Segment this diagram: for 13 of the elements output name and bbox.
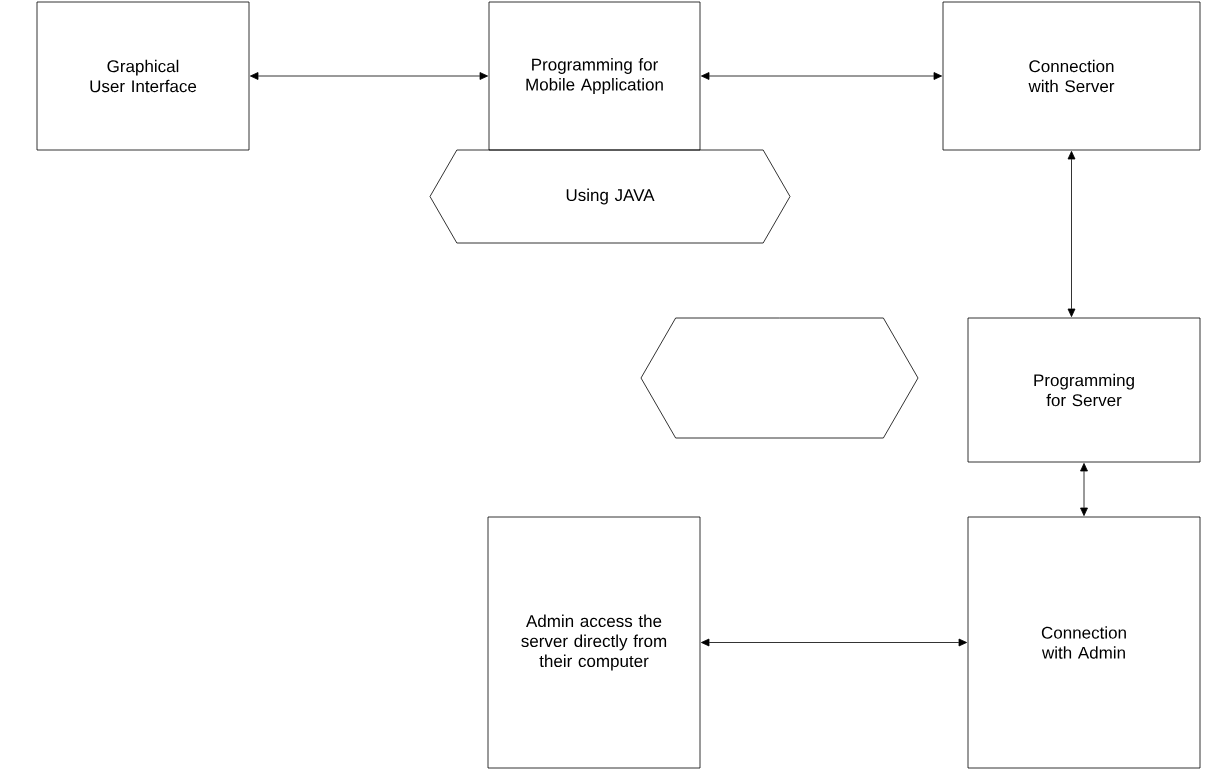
arrow (250, 72, 489, 80)
arrow (1067, 151, 1076, 317)
arrow (701, 638, 968, 647)
process-box: Admin access the server directly from their computer (487, 516, 701, 769)
process-box: Graphical User Interface (36, 1, 250, 151)
process-box: Programming for Mobile Application (488, 1, 701, 151)
process-box: Connection with Admin (967, 516, 1201, 769)
hexagon (640, 317, 919, 439)
arrow (1080, 463, 1088, 516)
arrow (701, 72, 943, 80)
process-box: Programming for Server (967, 317, 1201, 463)
hexagon: Using JAVA (429, 149, 791, 244)
process-box: Connection with Server (942, 1, 1201, 151)
